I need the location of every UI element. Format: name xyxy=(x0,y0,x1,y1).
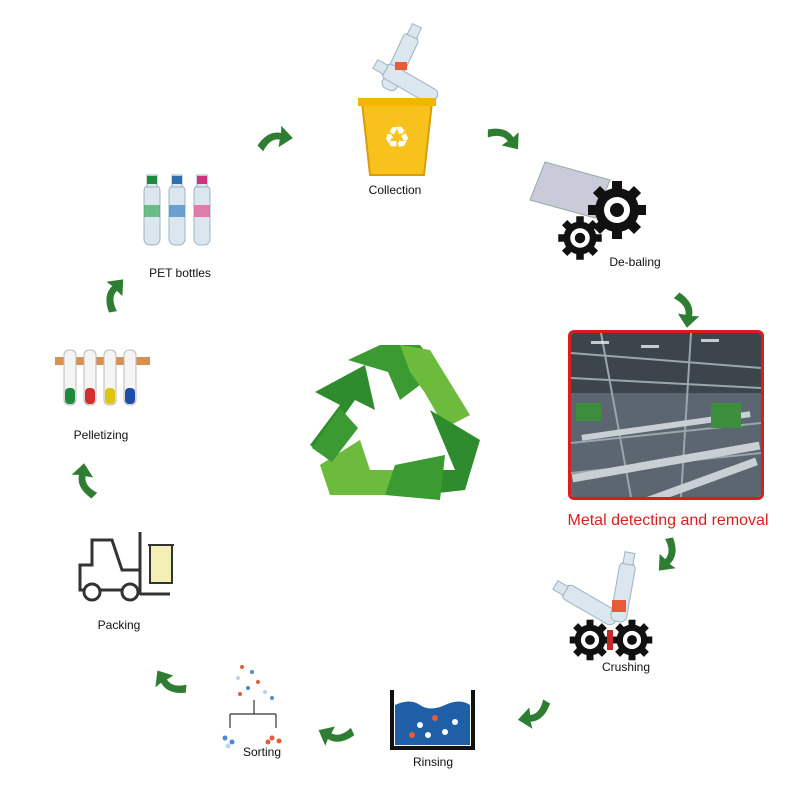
step-label-de-baling: De-baling xyxy=(609,255,661,269)
factory-photo xyxy=(568,330,764,500)
step-label-rinsing: Rinsing xyxy=(412,755,454,769)
step-label-packing: Packing xyxy=(97,618,141,632)
step-label-sorting: Sorting xyxy=(242,745,282,759)
step-label-crushing: Crushing xyxy=(601,660,651,674)
arrow-icon xyxy=(654,535,686,576)
arrow-icon xyxy=(69,461,99,502)
step-label-pelletizing: Pelletizing xyxy=(73,428,129,442)
water-tank-icon xyxy=(390,690,475,750)
factory-photo-graphic xyxy=(571,333,761,497)
recycle-symbol-icon xyxy=(310,345,480,500)
arrow-icon xyxy=(317,725,355,749)
svg-text:♻: ♻ xyxy=(384,121,411,156)
arrow-icon xyxy=(96,274,128,315)
arrow-icon xyxy=(515,697,557,733)
arrow-icon xyxy=(254,123,295,153)
crusher-icon xyxy=(550,550,653,661)
arrow-icon xyxy=(484,118,526,154)
sorting-icon xyxy=(222,665,282,749)
step-label-metal-detecting: Metal detecting and removal xyxy=(567,512,769,529)
bale-gears-icon xyxy=(529,161,646,260)
step-label-collection: Collection xyxy=(368,183,422,197)
step-label-pet-bottles: PET bottles xyxy=(149,266,211,280)
arrow-icon xyxy=(148,666,190,704)
test-tubes-icon xyxy=(55,349,150,406)
arrow-icon xyxy=(672,289,702,330)
recycle-bin-icon: ♻ xyxy=(358,21,441,176)
pet-bottles-icon xyxy=(143,174,211,246)
forklift-icon xyxy=(78,532,174,602)
